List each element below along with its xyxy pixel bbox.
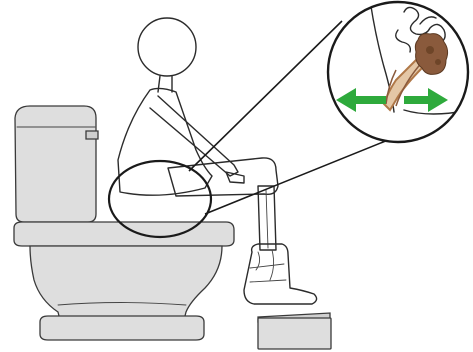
toilet-flush-handle [86, 131, 98, 139]
toilet-base [40, 316, 204, 340]
inset-stool-texture [426, 46, 434, 54]
person-shin-line [266, 190, 268, 248]
footstool-icon [258, 313, 331, 349]
inset-stool-texture-2 [435, 59, 441, 65]
person-hand [226, 172, 244, 183]
magnified-inset-circle [328, 0, 470, 142]
person-foot [244, 244, 317, 304]
footstool-body [258, 318, 331, 349]
person-head [138, 18, 196, 76]
person-foot-folds [250, 250, 286, 282]
person-torso [118, 88, 212, 195]
toilet-bowl [30, 246, 222, 320]
toilet-tank [15, 106, 96, 222]
person-thigh [168, 158, 278, 196]
